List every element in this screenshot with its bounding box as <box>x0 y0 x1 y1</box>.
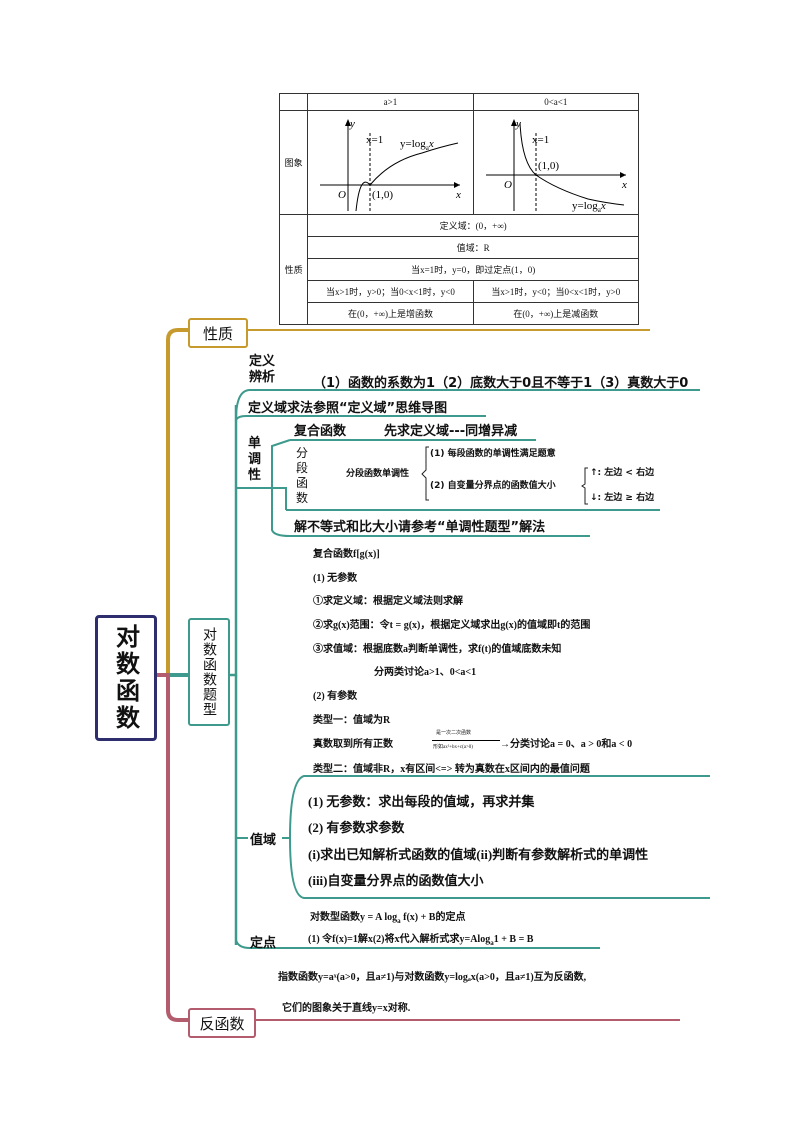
graph-cell-decreasing: y x O x=1 (1,0) y=logax <box>472 110 640 215</box>
piecewise-label: 分段函数 <box>296 446 309 505</box>
branch-node-xingzhi: 性质 <box>188 318 248 348</box>
range-note-3: ②求g(x)范围：令t = g(x)，根据定义域求出g(x)的值域即t的范围 <box>313 620 591 631</box>
range-note-4: ③求值域：根据底数a判断单调性，求f(t)的值域底数未知 <box>313 644 562 655</box>
properties-table: a>1 0<a<1 图象 y x O x=1 y=logax (1,0) <box>278 93 640 325</box>
composite-rule: 先求定义域---同增异减 <box>384 424 518 439</box>
piecewise-mono: 分段函数单调性 <box>346 469 410 479</box>
range-box-2: (i)求出已知解析式函数的值域(ii)判断有参数解析式的单调性 <box>308 847 649 862</box>
log-graph-increasing: y x O x=1 y=logax (1,0) <box>320 118 461 211</box>
graph1-x1: x=1 <box>366 134 383 146</box>
range-note-8: 真数取到所有正数 <box>313 739 393 750</box>
graph2-fn: y=logax <box>572 200 606 213</box>
range-box-1: (2) 有参数求参数 <box>308 820 405 835</box>
range-note-2: ①求定义域：根据定义域法则求解 <box>313 596 463 607</box>
graph1-fn: y=logax <box>400 138 434 152</box>
range-label: 值域 <box>250 833 277 848</box>
graph2-x1: x=1 <box>532 134 549 146</box>
graph1-point: (1,0) <box>372 189 393 201</box>
range-note-9: →分类讨论a = 0、a > 0和a < 0 <box>500 739 633 750</box>
graph1-axis-x: x <box>455 189 461 201</box>
monotonic-label: 单调性 <box>248 436 262 483</box>
branch-label-fanhanshu: 反函数 <box>199 1014 245 1033</box>
range-box-0: (1) 无参数：求出每段的值域，再求并集 <box>308 794 535 809</box>
prop-range: 值域：R <box>307 236 639 259</box>
branch-line-xingzhi <box>156 328 188 677</box>
range-note-5: 分两类讨论a>1、0<a<1 <box>374 667 477 678</box>
range-note-10: 类型二：值域非R，x有区间<=> 转为真数在x区间内的最值问题 <box>313 764 590 775</box>
branch-node-tixing: 对数函数题型 <box>188 618 230 726</box>
graph1-origin: O <box>338 189 346 201</box>
row-label-props: 性质 <box>278 214 309 325</box>
range-arrow-top: 是一次二次函数 <box>436 731 472 736</box>
inequality-note: 解不等式和比大小请参考“单调性题型”解法 <box>294 520 546 535</box>
inverse-line1: 指数函数y=aˣ(a>0，且a≠1)与对数函数y=logₐx(a>0，且a≠1)… <box>278 972 587 983</box>
prop-mono-lt1: 在(0，+∞)上是减函数 <box>472 302 640 325</box>
branch-line-fanhanshu <box>156 673 188 1022</box>
graph2-origin: O <box>504 179 512 191</box>
range-box-3: (iii)自变量分界点的函数值大小 <box>308 873 484 888</box>
branch-node-fanhanshu: 反函数 <box>188 1008 256 1038</box>
piecewise-cond1: (1) 每段函数的单调性满足题意 <box>430 449 556 459</box>
definition-text: （1）函数的系数为1（2）底数大于0且不等于1（3）真数大于0 <box>313 376 689 391</box>
root-label: 对数函数 <box>111 624 141 732</box>
prop-mono-gt1: 在(0，+∞)上是增函数 <box>307 302 474 325</box>
log-graph-decreasing: y x O x=1 (1,0) y=logax <box>485 118 627 213</box>
range-note-7: 类型一：值域为R <box>313 715 391 726</box>
branch-label-xingzhi: 性质 <box>202 324 233 343</box>
root-node: 对数函数 <box>95 615 157 741</box>
piecewise-up: ↑: 左边 < 右边 <box>590 468 655 478</box>
graph2-axis-x: x <box>621 179 627 191</box>
inverse-line2: 它们的图象关于直线y=x对称. <box>282 1003 411 1014</box>
prop-sign-gt1: 当x>1时，y>0；当0<x<1时，y<0 <box>307 280 474 303</box>
domain-note: 定义域求法参照“定义域”思维导图 <box>248 401 448 416</box>
header-0-a-1: 0<a<1 <box>472 93 640 111</box>
graph1-axis-y: y <box>349 118 355 130</box>
definition-label: 定义辨析 <box>249 354 276 385</box>
prop-domain: 定义域：(0，+∞) <box>307 214 639 237</box>
prop-sign-lt1: 当x>1时，y<0；当0<x<1时，y>0 <box>472 280 640 303</box>
header-a-gt-1: a>1 <box>307 93 474 111</box>
fixed-line2: (1) 令f(x)=1解x(2)将x代入解析式求y=Aloga1 + B = B <box>308 934 534 947</box>
fixed-label: 定点 <box>250 936 277 951</box>
prop-fixed-point: 当x=1时，y=0，即过定点(1，0) <box>307 258 639 281</box>
range-note-1: (1) 无参数 <box>313 573 358 584</box>
range-note-0: 复合函数f[g(x)] <box>313 549 380 560</box>
range-arrow-line <box>432 740 500 741</box>
piecewise-down: ↓: 左边 ≥ 右边 <box>590 493 655 503</box>
graph2-axis-y: y <box>515 118 521 130</box>
piecewise-cond2: (2) 自变量分界点的函数值大小 <box>430 481 556 491</box>
composite-label: 复合函数 <box>294 424 347 439</box>
graph2-point: (1,0) <box>538 160 559 172</box>
row-label-graph: 图象 <box>278 110 309 215</box>
fixed-line1: 对数型函数y = A loga f(x) + B的定点 <box>310 912 466 925</box>
branch-label-tixing: 对数函数题型 <box>201 627 217 717</box>
range-arrow-bottom: 形如ax²+bx+c(a>0) <box>433 745 473 750</box>
range-note-6: (2) 有参数 <box>313 691 358 702</box>
graph-cell-increasing: y x O x=1 y=logax (1,0) <box>307 110 474 215</box>
